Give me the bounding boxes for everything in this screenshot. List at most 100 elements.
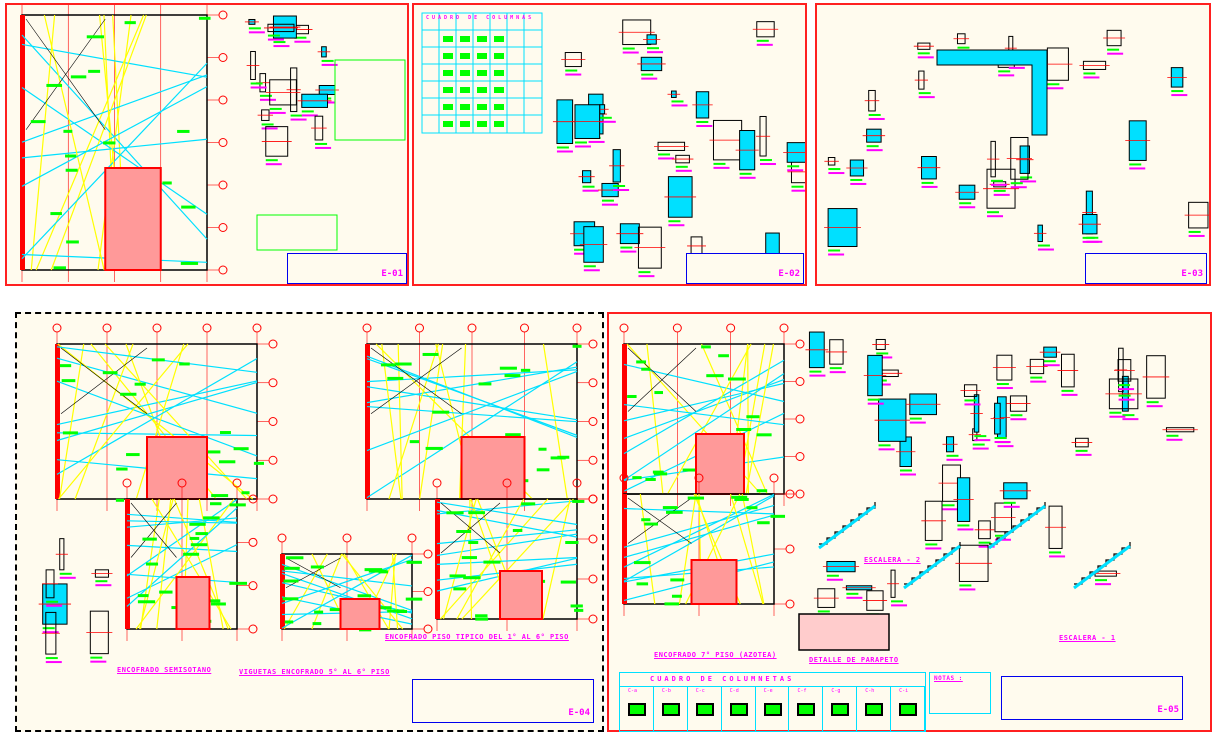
drawing-mark — [395, 362, 412, 366]
drawing-mark — [65, 154, 77, 158]
drawing-mark — [645, 477, 656, 481]
drawing-mark — [467, 323, 477, 333]
drawing-mark — [1061, 389, 1074, 392]
drawing-mark — [623, 373, 785, 481]
drawing-mark — [477, 53, 487, 59]
drawing-mark — [757, 521, 770, 525]
drawing-mark — [1049, 555, 1066, 558]
drawing-mark — [718, 354, 729, 358]
drawing-mark — [652, 470, 664, 474]
drawing-mark — [1118, 388, 1135, 391]
drawing-mark — [265, 163, 282, 166]
plan-title: ENCOFRADO 7° PISO (AZOTEA) — [654, 651, 777, 659]
drawing-mark — [1010, 414, 1023, 417]
drawing-mark — [494, 70, 504, 76]
drawing-mark — [425, 446, 443, 450]
drawing-mark — [494, 53, 504, 59]
drawing-mark — [1166, 438, 1183, 441]
drawing-mark — [876, 352, 889, 355]
drawing-mark — [745, 343, 775, 495]
sheet-e04[interactable]: ENCOFRADO SEMISOTANO ENCOFRADO PISO TIPI… — [15, 312, 604, 732]
drawing-mark — [499, 366, 517, 370]
drawing-mark — [152, 323, 162, 333]
drawing-mark — [936, 49, 1048, 136]
drawing-mark — [809, 370, 822, 373]
drawing-mark — [623, 514, 775, 559]
drawing-mark — [741, 493, 765, 605]
drawing-mark — [588, 614, 598, 624]
drawing-mark — [795, 452, 805, 461]
drawing-mark — [281, 563, 413, 611]
sheet-e03[interactable]: E-03 — [815, 3, 1211, 286]
drawing-mark — [675, 169, 692, 172]
drawing-mark — [638, 275, 655, 278]
drawing-mark — [998, 70, 1011, 73]
drawing-mark — [574, 608, 584, 612]
drawing-mark — [696, 124, 713, 127]
drawing-mark — [387, 609, 405, 613]
drawing-mark — [1188, 230, 1201, 233]
drawing-mark — [250, 82, 263, 85]
drawing-mark — [443, 53, 453, 59]
drawing-mark — [180, 261, 199, 265]
drawing-mark — [232, 478, 242, 488]
title-block: E-01 — [287, 253, 407, 284]
drawing-mark — [134, 382, 146, 386]
sheet-e01[interactable]: E-01 — [5, 3, 409, 286]
drawing-mark — [115, 498, 125, 502]
drawing-mark — [334, 59, 406, 141]
drawing-mark — [868, 113, 881, 116]
drawing-mark — [756, 489, 768, 493]
columneta-cell: C-c — [688, 687, 722, 731]
drawing-mark — [407, 533, 417, 543]
drawing-mark — [658, 157, 675, 160]
drawing-mark — [253, 461, 264, 465]
drawing-mark — [202, 323, 212, 333]
drawing-mark — [494, 87, 504, 93]
drawing-mark — [664, 602, 679, 606]
drawing-mark — [687, 496, 705, 500]
drawing-mark — [818, 504, 876, 550]
drawing-mark — [248, 537, 258, 547]
drawing-mark — [126, 544, 238, 553]
drawing-mark — [1107, 52, 1124, 55]
drawing-mark — [436, 533, 578, 557]
drawing-mark — [972, 443, 985, 446]
drawing-mark — [1047, 83, 1060, 86]
drawing-mark — [706, 374, 724, 378]
drawing-mark — [647, 51, 664, 54]
columneta-section — [763, 703, 782, 716]
drawing-mark — [1075, 449, 1088, 452]
drawing-mark — [1118, 394, 1131, 397]
drawing-mark — [599, 116, 612, 119]
drawing-mark — [638, 271, 651, 274]
drawing-mark — [636, 360, 647, 364]
columneta-label: C-h — [865, 688, 875, 694]
drawing-mark — [746, 506, 758, 510]
drawing-mark — [268, 417, 278, 426]
sheet-e05[interactable]: ENCOFRADO 7° PISO (AZOTEA) DETALLE DE PA… — [607, 312, 1212, 732]
drawing-mark — [460, 53, 470, 59]
drawing-mark — [1166, 434, 1179, 437]
drawing-mark — [151, 498, 232, 630]
drawing-mark — [59, 364, 72, 368]
drawing-mark — [280, 554, 285, 629]
drawing-mark — [268, 339, 278, 349]
drawing-canvas — [824, 29, 1209, 256]
drawing-mark — [388, 553, 397, 630]
drawing-mark — [423, 624, 433, 634]
drawing-mark — [1037, 248, 1054, 251]
drawing-mark — [903, 544, 961, 590]
notes-box: NOTAS : — [929, 672, 991, 714]
drawing-mark — [627, 497, 692, 544]
drawing-mark — [785, 599, 795, 609]
drawing-mark — [460, 36, 470, 42]
drawing-mark — [357, 594, 372, 598]
sheet-e02[interactable]: CUADRO DE COLUMNAS E-02 — [412, 3, 807, 286]
drawing-mark — [746, 415, 760, 419]
drawing-mark — [46, 600, 59, 603]
drawing-mark — [785, 544, 795, 554]
drawing-mark — [622, 494, 627, 604]
drawing-mark — [1003, 501, 1016, 504]
